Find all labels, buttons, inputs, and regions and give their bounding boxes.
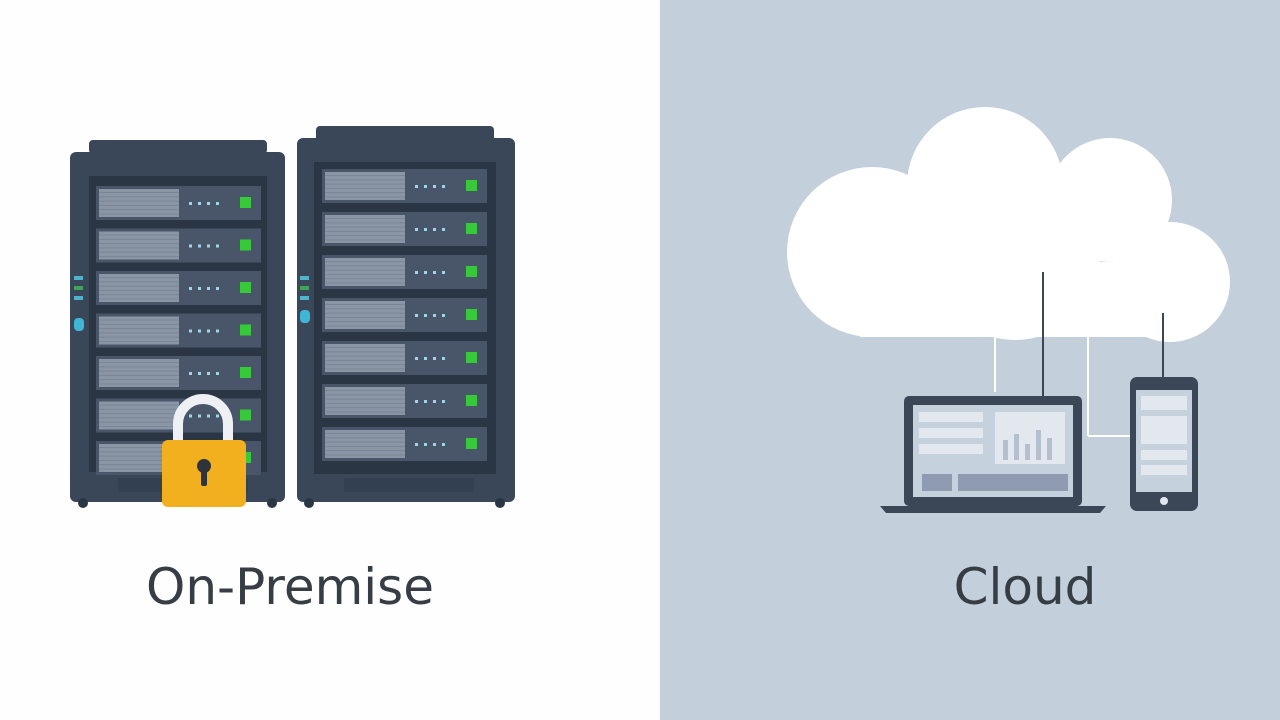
drive-bay bbox=[96, 313, 261, 348]
drive-bay bbox=[96, 398, 261, 433]
drive-bay bbox=[322, 298, 487, 332]
drive-bay bbox=[96, 186, 261, 220]
drive-bay bbox=[322, 255, 487, 289]
drive-bay bbox=[322, 212, 487, 246]
drive-bay bbox=[96, 356, 261, 390]
smartphone-icon bbox=[1130, 377, 1198, 511]
status-lights bbox=[74, 276, 84, 331]
status-lights bbox=[300, 276, 310, 323]
on-premise-label: On-Premise bbox=[146, 558, 434, 616]
drive-bay bbox=[322, 341, 487, 375]
cloud-icon bbox=[787, 107, 1230, 342]
server-rack-icon bbox=[297, 126, 515, 508]
drive-bay bbox=[96, 228, 261, 263]
drive-bay bbox=[322, 427, 487, 461]
padlock-icon bbox=[162, 394, 246, 507]
laptop-icon bbox=[880, 396, 1106, 513]
cloud-label: Cloud bbox=[953, 558, 1097, 616]
connection-lines bbox=[994, 272, 1164, 437]
drive-bay bbox=[322, 384, 487, 418]
drive-bay bbox=[322, 169, 487, 203]
drive-bay bbox=[96, 271, 261, 305]
